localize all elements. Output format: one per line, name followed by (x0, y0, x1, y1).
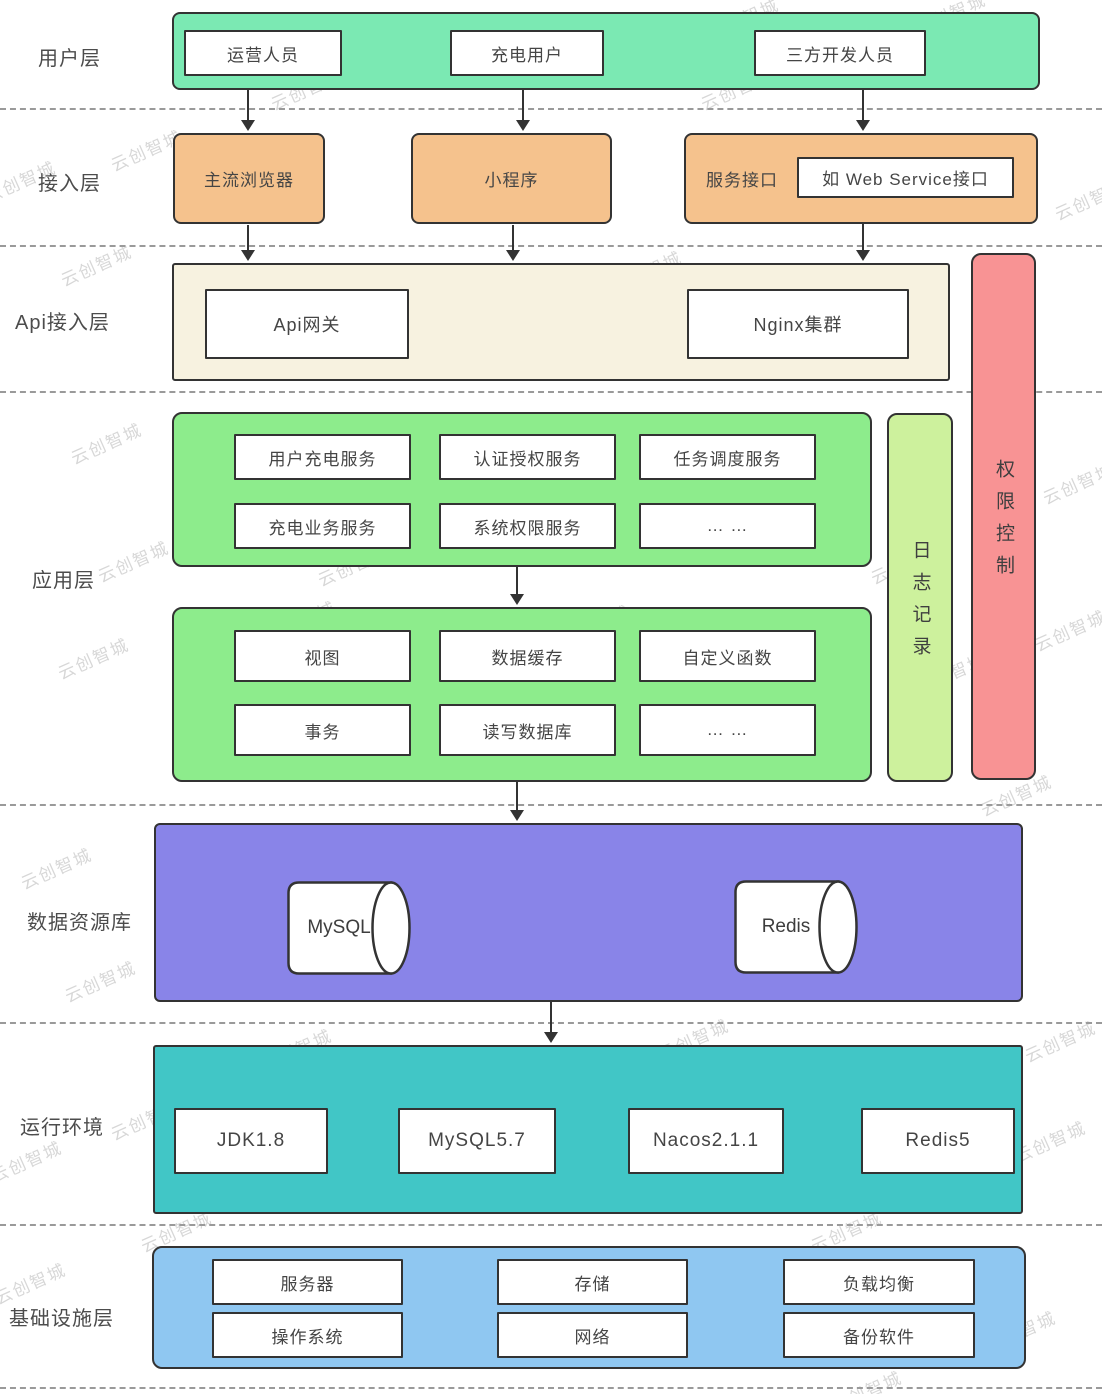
capability-db-rw: 读写数据库 (439, 704, 616, 756)
service-permission: 系统权限服务 (439, 503, 616, 549)
label-runtime-layer: 运行环境 (20, 1117, 104, 1139)
layer-separator (0, 391, 1102, 393)
flow-arrow (506, 225, 520, 261)
service-scheduler: 任务调度服务 (639, 434, 816, 480)
service-auth: 认证授权服务 (439, 434, 616, 480)
user-item-operator: 运营人员 (184, 30, 342, 76)
infra-layer-box: 服务器 操作系统 存储 网络 负载均衡 备份软件 (152, 1246, 1026, 1369)
label-api-layer: Api接入层 (15, 312, 110, 334)
capability-cache: 数据缓存 (439, 630, 616, 682)
mysql-cylinder: MySQL (285, 880, 413, 976)
app-services-box: 用户充电服务 认证授权服务 任务调度服务 充电业务服务 系统权限服务 … … (172, 412, 872, 567)
capability-view: 视图 (234, 630, 411, 682)
access-miniapp-box: 小程序 (411, 133, 612, 224)
watermark: 云创智城 (62, 958, 140, 1007)
runtime-jdk: JDK1.8 (174, 1108, 328, 1174)
access-service-box: 服务接口 如 Web Service接口 (684, 133, 1038, 224)
runtime-mysql: MySQL5.7 (398, 1108, 556, 1174)
auth-control-label: 权限控制 (993, 459, 1014, 587)
flow-arrow (856, 224, 870, 261)
label-data-layer: 数据资源库 (27, 912, 132, 934)
infra-network: 网络 (497, 1312, 688, 1358)
watermark: 云创智城 (55, 635, 133, 684)
flow-arrow (510, 567, 524, 605)
layer-separator (0, 804, 1102, 806)
label-access-layer: 接入层 (38, 173, 101, 195)
auth-control-bar: 权限控制 (971, 253, 1036, 780)
infra-storage: 存储 (497, 1259, 688, 1305)
watermark: 云创智城 (68, 420, 146, 469)
layer-separator (0, 245, 1102, 247)
flow-arrow (241, 90, 255, 131)
log-record-label: 日志记录 (909, 540, 931, 668)
user-item-charger: 充电用户 (450, 30, 604, 76)
api-layer-box: Api网关 Nginx集群 (172, 263, 950, 381)
flow-arrow (241, 225, 255, 261)
user-layer-box: 运营人员 充电用户 三方开发人员 (172, 12, 1040, 90)
infra-backup: 备份软件 (783, 1312, 975, 1358)
layer-separator (0, 108, 1102, 110)
mysql-label: MySQL (307, 917, 371, 938)
watermark: 云创智城 (95, 538, 173, 587)
capability-transaction: 事务 (234, 704, 411, 756)
runtime-nacos: Nacos2.1.1 (628, 1108, 784, 1174)
infra-loadbalancer: 负载均衡 (783, 1259, 975, 1305)
user-item-developer: 三方开发人员 (754, 30, 926, 76)
infra-os: 操作系统 (212, 1312, 403, 1358)
log-record-bar: 日志记录 (887, 413, 953, 782)
watermark: 云创智城 (1032, 607, 1102, 656)
capability-function: 自定义函数 (639, 630, 816, 682)
flow-arrow (544, 1002, 558, 1043)
label-app-layer: 应用层 (32, 570, 95, 592)
redis-label: Redis (761, 916, 811, 937)
watermark: 云创智城 (0, 1138, 66, 1187)
watermark: 云创智城 (18, 845, 96, 894)
label-user-layer: 用户层 (38, 48, 101, 70)
service-user-charging: 用户充电服务 (234, 434, 411, 480)
infra-server: 服务器 (212, 1259, 403, 1305)
flow-arrow (510, 782, 524, 821)
layer-separator (0, 1387, 1102, 1389)
app-capabilities-box: 视图 数据缓存 自定义函数 事务 读写数据库 … … (172, 607, 872, 782)
watermark: 云创智城 (1052, 176, 1102, 225)
runtime-redis: Redis5 (861, 1108, 1015, 1174)
data-layer-box: MySQL Redis (154, 823, 1023, 1002)
capability-more: … … (639, 704, 816, 756)
flow-arrow (516, 90, 530, 131)
service-more: … … (639, 503, 816, 549)
access-service-note: 如 Web Service接口 (797, 157, 1014, 198)
flow-arrow (856, 90, 870, 131)
service-biz-charging: 充电业务服务 (234, 503, 411, 549)
api-gateway-box: Api网关 (205, 289, 409, 359)
watermark: 云创智城 (1040, 460, 1102, 509)
label-infra-layer: 基础设施层 (9, 1308, 114, 1330)
nginx-cluster-box: Nginx集群 (687, 289, 909, 359)
redis-cylinder: Redis (732, 879, 860, 975)
runtime-layer-box: JDK1.8 MySQL5.7 Nacos2.1.1 Redis5 (153, 1045, 1023, 1214)
access-browser-box: 主流浏览器 (173, 133, 325, 224)
layer-separator (0, 1224, 1102, 1226)
access-service-label: 服务接口 (706, 170, 778, 190)
